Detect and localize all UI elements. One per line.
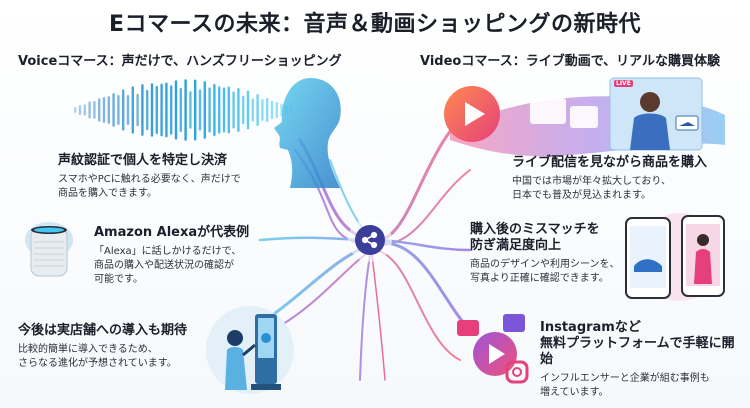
soundwave-bar	[141, 84, 144, 136]
video-point-1-line: 日本でも普及が見込まれます。	[512, 190, 651, 201]
soundwave-bar	[126, 94, 130, 126]
page-title: Eコマースの未来：音声＆動画ショッピングの新時代	[109, 12, 641, 37]
soundwave-bar	[136, 93, 139, 127]
soundwave-bar	[198, 89, 202, 131]
video-point-2-line: 商品のデザインや利用シーンを、	[470, 259, 620, 270]
soundwave-bar	[222, 87, 226, 133]
soundwave-bar	[78, 105, 82, 115]
live-stream-illustration	[450, 77, 725, 157]
soundwave-bar	[146, 89, 149, 131]
voice-point-1-body: スマホやPCに触れる必要なく、声だけで 商品を購入できます。	[58, 173, 273, 201]
video-point-1: ライブ配信を見ながら商品を購入 中国では市場が年々拡大しており、 日本でも普及が…	[512, 155, 737, 203]
soundwave-bar	[93, 101, 96, 119]
social-video-illustration	[457, 314, 529, 384]
soundwave-bar	[266, 97, 269, 123]
soundwave-bar	[261, 99, 264, 121]
soundwave-bar	[155, 85, 158, 135]
video-point-2-title: 購入後のミスマッチを 防ぎ満足度向上	[470, 222, 620, 254]
voice-point-3-title: 今後は実店舗への導入も期待	[18, 323, 188, 338]
voice-point-1-line: スマホやPCに触れる必要なく、声だけで	[58, 174, 241, 185]
voice-point-2-line: 商品の購入や配送状況の確認が	[94, 260, 234, 271]
soundwave-bar	[208, 87, 211, 133]
play-button-icon	[444, 86, 500, 142]
voice-point-1-line: 商品を購入できます。	[58, 188, 157, 199]
soundwave-bar	[270, 100, 274, 120]
soundwave-bar	[117, 95, 120, 125]
soundwave-bar	[98, 98, 101, 122]
soundwave-bar	[246, 90, 250, 130]
voice-point-2-line: 可能です。	[94, 274, 143, 285]
video-point-3-title-line: 無料プラットフォームで手軽に開始	[540, 336, 735, 367]
voice-point-2-body: 「Alexa」に話しかけるだけで、 商品の購入や配送状況の確認が 可能です。	[94, 245, 294, 287]
soundwave-bar	[213, 83, 216, 137]
head-silhouette-icon	[274, 78, 341, 188]
soundwave-bar	[122, 89, 125, 131]
soundwave-bar	[184, 79, 187, 141]
soundwave-bar	[160, 83, 163, 137]
soundwave-bar	[88, 101, 91, 119]
video-section-heading: Videoコマース：ライブ動画で、リアルな購買体験	[420, 54, 721, 69]
soundwave-bar	[107, 96, 110, 124]
video-point-2: 購入後のミスマッチを 防ぎ満足度向上 商品のデザインや利用シーンを、 写真より正…	[470, 222, 620, 286]
voice-point-3-line: 比較的簡単に導入できるため、	[18, 344, 158, 355]
video-point-3-line: 増えています。	[540, 387, 609, 398]
soundwave-bar	[218, 86, 221, 134]
voice-point-3-body: 比較的簡単に導入できるため、 さらなる進化が予想されています。	[18, 343, 208, 371]
soundwave-bar	[227, 86, 230, 134]
voice-point-2-title: Amazon Alexaが代表例	[94, 225, 250, 240]
video-point-1-line: 中国では市場が年々拡大しており、	[512, 176, 671, 187]
soundwave-bar	[275, 101, 278, 119]
video-point-3-line: インフルエンサーと企業が組む事例も	[540, 373, 710, 384]
share-icon	[361, 231, 378, 249]
voice-point-1: 声紋認証で個人を特定し決済 スマホやPCに触れる必要なく、声だけで 商品を購入で…	[58, 153, 273, 201]
video-point-3-title: Instagramなど 無料プラットフォームで手軽に開始	[540, 320, 745, 368]
voice-point-1-title: 声紋認証で個人を特定し決済	[58, 153, 228, 168]
soundwave-bar	[102, 97, 106, 123]
live-badge: LIVE	[614, 80, 633, 87]
voice-point-2-line: 「Alexa」に話しかけるだけで、	[94, 246, 242, 257]
soundwave-bar	[83, 104, 86, 116]
video-point-2-title-line: 防ぎ満足度向上	[470, 238, 562, 253]
soundwave-bar	[194, 79, 197, 141]
video-point-3: Instagramなど 無料プラットフォームで手軽に開始 インフルエンサーと企業…	[540, 320, 745, 400]
soundwave-bar	[170, 85, 173, 135]
voice-point-2: Amazon Alexaが代表例 「Alexa」に話しかけるだけで、 商品の購入…	[94, 225, 294, 287]
soundwave-bar	[165, 82, 168, 138]
soundwave-bar	[174, 80, 178, 140]
video-point-1-title: ライブ配信を見ながら商品を購入	[512, 155, 708, 170]
soundwave-bar	[131, 86, 134, 134]
video-point-3-body: インフルエンサーと企業が組む事例も 増えています。	[540, 372, 745, 400]
soundwave-icon	[74, 79, 293, 141]
smart-speaker-icon	[25, 222, 73, 277]
soundwave-bar	[150, 83, 154, 137]
smartphone-icon	[625, 213, 725, 301]
soundwave-bar	[189, 91, 192, 129]
soundwave-bar	[256, 93, 259, 127]
voice-point-3-line: さらなる進化が予想されています。	[18, 358, 177, 369]
soundwave-bar	[232, 91, 235, 129]
video-point-3-title-line: Instagramなど	[540, 320, 641, 335]
voice-kiosk-illustration	[206, 306, 294, 394]
video-point-1-body: 中国では市場が年々拡大しており、 日本でも普及が見込まれます。	[512, 175, 737, 203]
video-point-2-title-line: 購入後のミスマッチを	[470, 222, 600, 237]
soundwave-bar	[237, 87, 240, 133]
video-point-2-body: 商品のデザインや利用シーンを、 写真より正確に確認できます。	[470, 258, 620, 286]
soundwave-bar	[179, 87, 182, 133]
soundwave-bar	[242, 95, 245, 125]
soundwave-bar	[251, 98, 254, 122]
voice-point-3: 今後は実店舗への導入も期待 比較的簡単に導入できるため、 さらなる進化が予想され…	[18, 323, 208, 371]
soundwave-bar	[74, 107, 77, 113]
soundwave-bar	[112, 93, 115, 127]
voice-section-heading: Voiceコマース：声だけで、ハンズフリーショッピング	[18, 54, 342, 69]
video-point-2-line: 写真より正確に確認できます。	[470, 273, 609, 284]
soundwave-bar	[203, 81, 206, 139]
